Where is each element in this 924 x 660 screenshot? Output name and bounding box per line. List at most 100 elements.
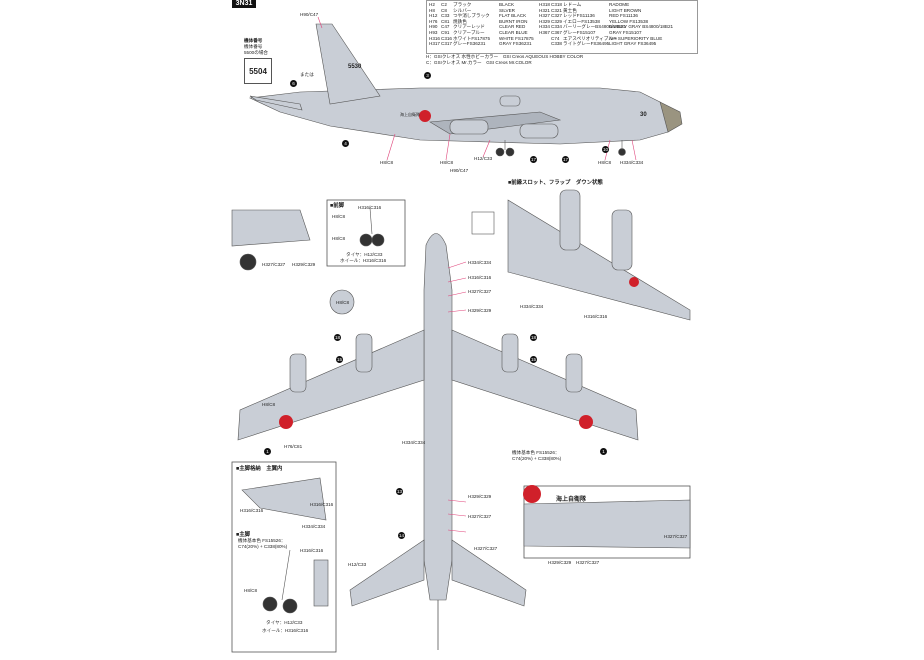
side-callout-3: H90/C47 xyxy=(450,168,469,173)
detail-callout-3: H327/C327 xyxy=(664,534,688,539)
top-callout-leaders xyxy=(447,261,467,533)
or-note: または xyxy=(300,72,314,77)
top-callout-3: H327/C327 xyxy=(468,289,492,294)
marker-1-right: 1 xyxy=(600,448,607,455)
page-tag: 3N31 xyxy=(232,0,256,8)
marker-17b: 17 xyxy=(562,156,569,163)
top-callout-8: H329/C329 xyxy=(468,494,492,499)
main-gear-callout-2: H316/C316 xyxy=(310,502,334,507)
flaps-callout-1: H334/C334 xyxy=(520,304,544,309)
legend-en: BURNT IRON xyxy=(499,18,528,24)
legend-alt: C8 xyxy=(441,7,447,13)
legend-alt: C367 xyxy=(551,29,562,35)
marker-4: 4 xyxy=(342,140,349,147)
legend-alt: C318 xyxy=(551,2,562,7)
left-inset-callout-2: H329/C329 xyxy=(292,262,316,267)
legend-en: BLACK xyxy=(499,2,515,7)
serial-number: 5504 xyxy=(249,67,267,76)
marker-14: 14 xyxy=(398,532,405,539)
legend-jp: レッドFS11136 xyxy=(563,13,595,19)
legend-en: LIGHT GRAY FS36495 xyxy=(609,41,657,47)
side-callout-4: H12/C33 xyxy=(474,156,493,161)
side-callout-1: H8/C8 xyxy=(380,160,394,165)
serial-sub1: 機体番号 xyxy=(244,44,263,49)
top-view-aircraft xyxy=(237,233,639,607)
legend-alt: C33 xyxy=(441,13,450,19)
legend-en: RADOME xyxy=(609,2,630,7)
legend-en: AIR SUPERIORITY BLUE xyxy=(609,35,663,41)
legend-en: YELLOW FS13538 xyxy=(609,18,649,24)
legend-row: C338ライトグレーFS36495LIGHT GRAY FS36495 xyxy=(539,41,673,47)
serial-box: 5504 xyxy=(244,58,272,84)
marker-15b: 15 xyxy=(530,356,537,363)
legend-en: BARLEY GRAY BS4800/18B21 xyxy=(609,24,674,30)
main-gear-tire-note: タイヤ：H12/C33 xyxy=(266,620,303,625)
legend-alt: C338 xyxy=(551,41,562,47)
legend-footnote-hobby: H：GSIクレオス 水性ホビーカラー GSI Creos AQUEOUS HOB… xyxy=(426,54,584,59)
main-gear-callout-5: H8/C8 xyxy=(244,588,258,593)
legend-alt: C321 xyxy=(551,7,562,13)
flaps-callout-2: H316/C316 xyxy=(584,314,608,319)
antenna-detail-frame xyxy=(471,211,495,235)
legend-en: RED FS11136 xyxy=(609,13,638,19)
legend-alt: C74 xyxy=(551,35,560,41)
hinomaru-right-wing xyxy=(579,415,593,429)
legend-alt: C2 xyxy=(441,2,447,7)
legend-code: H327 xyxy=(539,13,550,19)
nose-gear-tire-note: タイヤ：H12/C33 xyxy=(346,252,383,257)
nose-gear-wheel-note: ホイール：H316/C316 xyxy=(340,258,387,263)
side-callout-2: H8/C8 xyxy=(440,160,454,165)
nose-gear-callout-1: H316/C316 xyxy=(358,205,382,210)
top-callout-4: H329/C329 xyxy=(468,308,492,313)
nose-gear-inset-frame xyxy=(326,199,406,267)
marker-6: 6 xyxy=(290,80,297,87)
marker-10: 10 xyxy=(602,146,609,153)
legend-en: LIGHT BROWN xyxy=(609,7,642,13)
hinomaru-flap-view xyxy=(629,277,639,287)
side-view-aircraft xyxy=(248,23,683,157)
left-inset xyxy=(231,209,311,271)
top-callout-2: H316/C316 xyxy=(468,275,492,280)
legend-en: SILVER xyxy=(499,7,515,13)
detail-callout-2: H327/C327 xyxy=(576,560,600,565)
legend-code: H90 xyxy=(429,24,438,30)
nose-gear-callout-2: H8/C8 xyxy=(332,214,346,219)
wheel-hub-detail xyxy=(329,289,355,315)
flaps-section-title: ■前縁スロット、フラップ ダウン状態 xyxy=(508,180,603,186)
top-callout-9: H327/C327 xyxy=(468,514,492,519)
hinomaru-side xyxy=(419,110,431,122)
legend-jp: シルバー xyxy=(453,7,472,13)
top-callout-7: H334/C334 xyxy=(402,440,426,445)
nose-code: 30 xyxy=(640,112,647,118)
main-gear-callout-4: H316/C316 xyxy=(300,548,324,553)
legend-jp: 黄土色 xyxy=(563,7,577,13)
legend-jp: つや消しブラック xyxy=(453,13,490,19)
top-callout-6: H76/C81 xyxy=(284,444,303,449)
legend-jp: バーリーグレーBS4800/18B21 xyxy=(563,24,627,30)
main-gear-callout-1: H316/C316 xyxy=(240,508,264,513)
main-gear-bay-title: ■主脚格納 主翼内 xyxy=(236,466,283,472)
legend-alt: C47 xyxy=(441,24,450,30)
side-callout-5: H8/C8 xyxy=(598,160,612,165)
top-callout-11: H12/C33 xyxy=(348,562,367,567)
detail-callout-1: H329/C329 xyxy=(548,560,572,565)
legend-en: WHITE FS17875 xyxy=(499,35,534,41)
nose-gear-drawing xyxy=(359,207,385,247)
legend-jp: エアスペリオリティブルー xyxy=(563,35,618,41)
main-gear-bay xyxy=(241,477,327,521)
serial-title: 機体番号 xyxy=(244,38,263,43)
main-gear-base-note-2: C74(20%) + C338(80%) xyxy=(238,544,288,549)
legend-code: H76 xyxy=(429,18,438,24)
